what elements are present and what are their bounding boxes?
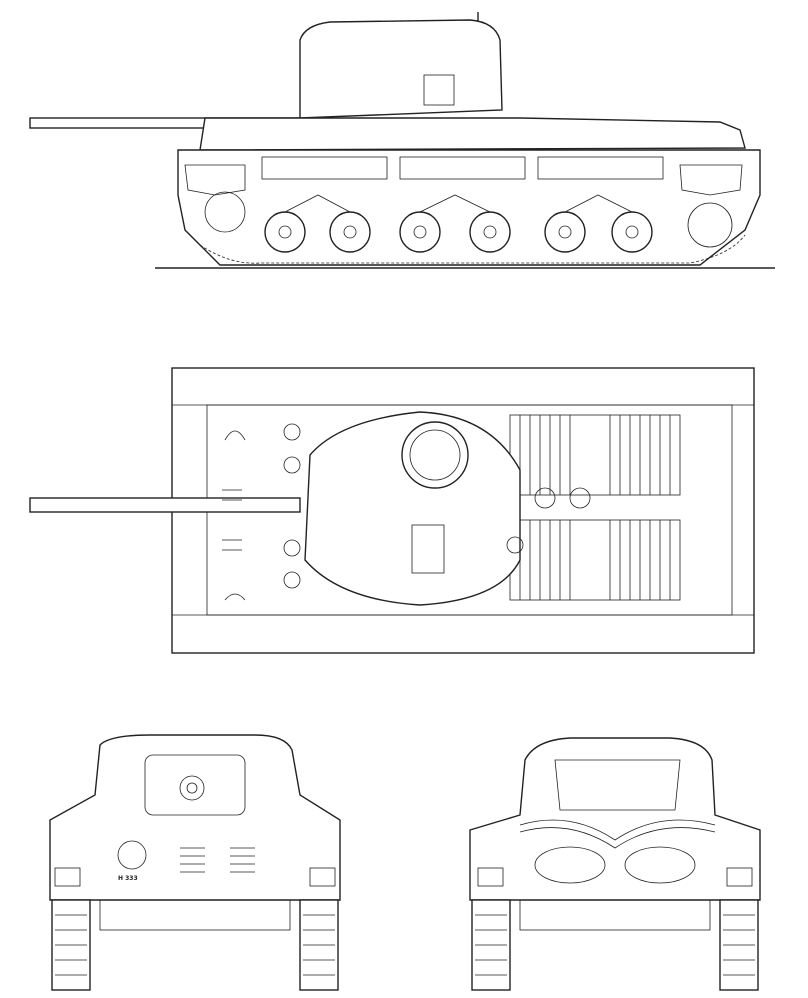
side-hull-body	[177, 149, 761, 266]
side-turret-hatch	[423, 74, 455, 106]
front-emblem	[117, 840, 147, 870]
rear-view	[469, 737, 761, 991]
rear-turret-bustle	[554, 759, 681, 811]
rear-hull	[469, 737, 761, 901]
top-commander-cupola	[401, 421, 469, 489]
front-hull	[49, 734, 341, 901]
top-loader-hatch	[411, 524, 445, 574]
side-idler-wheel	[204, 191, 246, 233]
side-road-wheels	[264, 194, 653, 253]
front-view: H 333	[49, 734, 341, 991]
top-periscopes	[283, 423, 591, 589]
front-plate-marking: H 333	[118, 875, 138, 882]
side-skirt-panel	[261, 156, 388, 180]
top-gun-barrel	[29, 497, 301, 513]
front-gun-muzzle	[179, 775, 205, 801]
side-upper-hull	[199, 117, 746, 151]
side-turret	[299, 19, 503, 119]
side-drive-sprocket	[687, 202, 733, 248]
front-mantlet	[144, 754, 246, 816]
side-skirt-panel	[399, 156, 526, 180]
side-view	[29, 12, 775, 269]
rear-exhaust-louvres	[519, 819, 716, 841]
side-skirt-panel	[537, 156, 664, 180]
top-view	[29, 367, 755, 654]
side-rear-mudguard	[679, 164, 743, 196]
side-track	[199, 234, 746, 264]
rear-tow-cable	[534, 846, 606, 884]
